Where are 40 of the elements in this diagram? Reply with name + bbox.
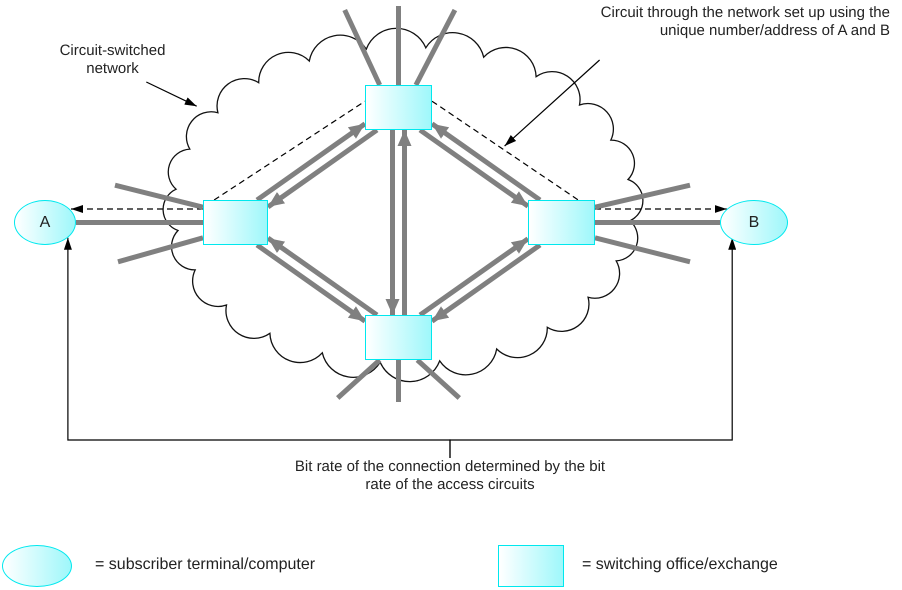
connection-line: [256, 122, 366, 202]
connection-line: [266, 128, 378, 209]
leader-line: [146, 81, 197, 107]
annotation-text: Circuit through the network set up using the unique number/address of A and B: [560, 4, 890, 60]
connection-line: [430, 242, 542, 324]
connection-line: [76, 220, 203, 225]
connection-line: [117, 235, 204, 264]
leader-line: [449, 238, 736, 458]
annotation-text: Bit rate of the connection determined by the bit rate of the access circuits: [280, 458, 620, 498]
connection-line: [386, 130, 400, 315]
connection-line: [256, 242, 366, 324]
connection-line: [396, 360, 401, 402]
connection-line: [336, 358, 382, 400]
switching-office-box: [528, 200, 595, 245]
connection-line: [266, 236, 378, 318]
subscriber-terminal: A: [14, 200, 76, 245]
switching-office-box: [203, 200, 268, 245]
switching-office-box: [365, 85, 432, 130]
switching-office-box: [365, 315, 432, 360]
legend-text: = subscriber terminal/computer: [95, 556, 316, 574]
connection-line: [594, 235, 691, 264]
connection-line: [418, 128, 530, 208]
circuit-path: [432, 100, 579, 200]
leader-line: [504, 60, 600, 146]
connection-line: [430, 122, 542, 202]
legend-text: = switching office/exchange: [582, 556, 778, 574]
connection-line: [594, 182, 691, 210]
connection-line: [342, 8, 382, 86]
connection-line: [418, 236, 530, 318]
circuit-path: [595, 205, 727, 213]
circuit-path: [214, 100, 366, 200]
subscriber-terminal: B: [720, 200, 788, 245]
connection-line: [416, 358, 461, 400]
circuit-path: [71, 205, 203, 213]
connection-line: [595, 220, 720, 225]
connection-line: [114, 182, 204, 210]
connection-line: [396, 6, 401, 85]
annotation-text: Circuit-switched network: [45, 42, 180, 82]
connection-line: [398, 130, 412, 315]
connection-line: [414, 8, 458, 86]
